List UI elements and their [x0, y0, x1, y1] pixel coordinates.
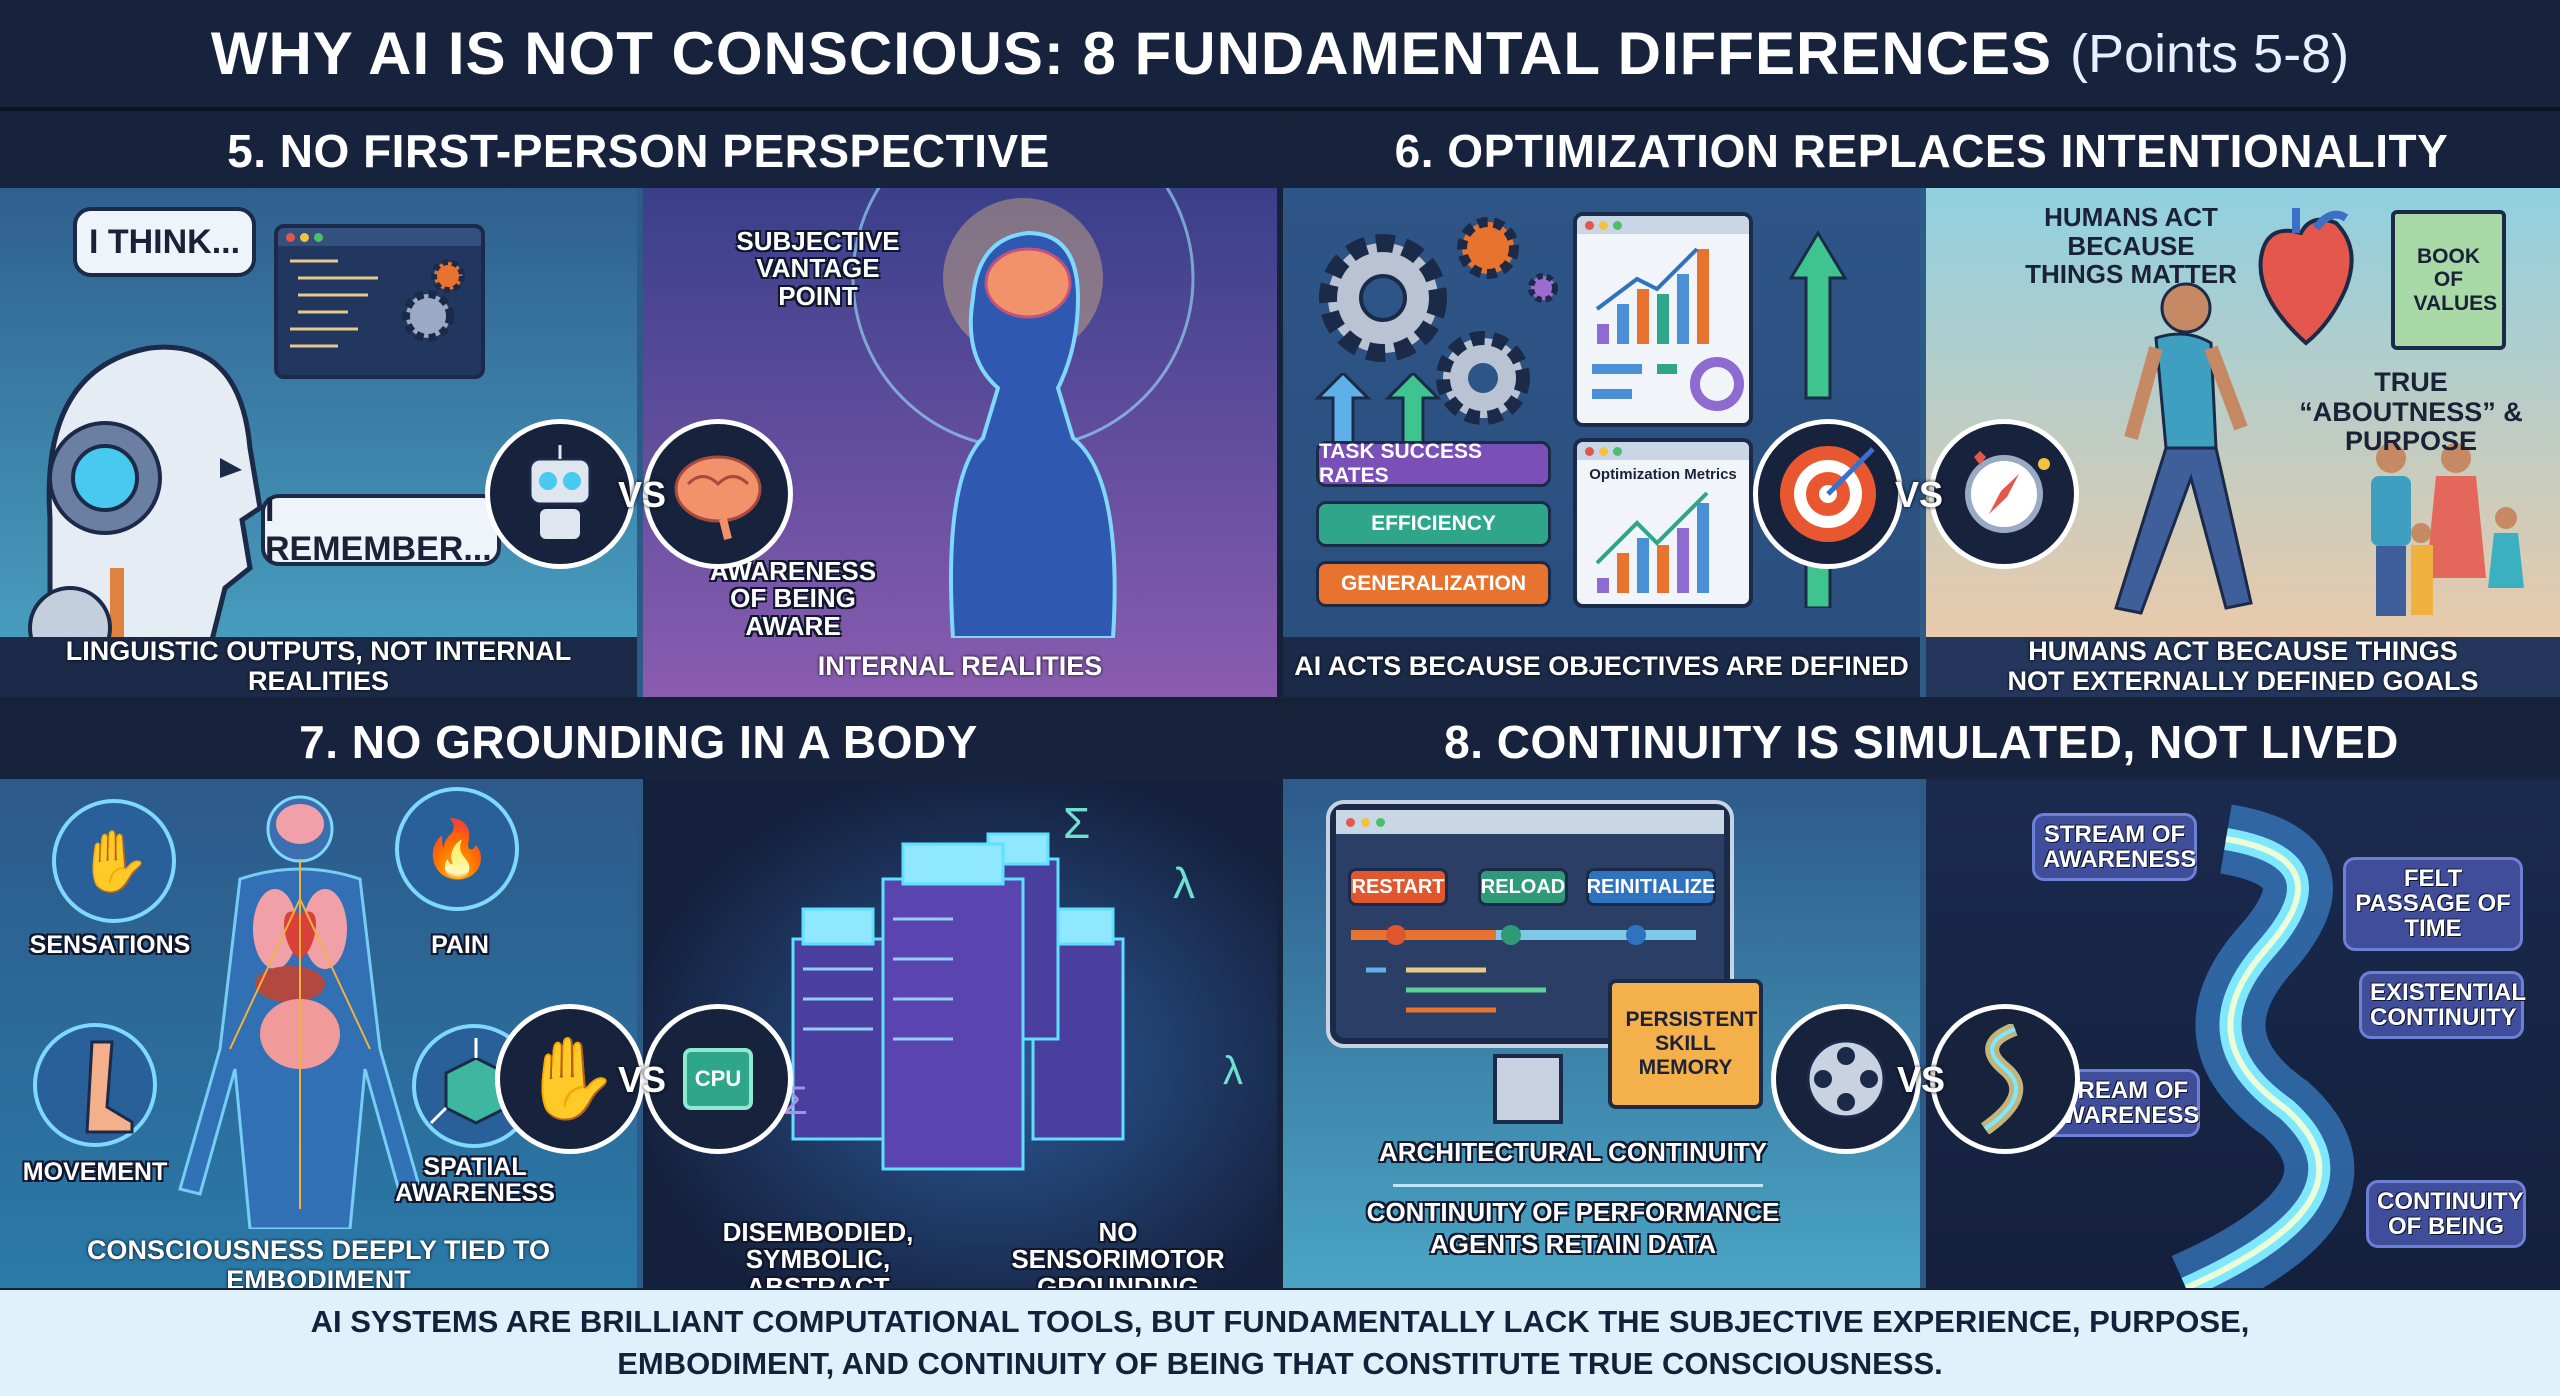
caption-right: HUMANS ACT BECAUSE THINGS NOT EXTERNALLY… [1926, 637, 2560, 697]
panel-header: 6. OPTIMIZATION REPLACES INTENTIONALITY [1283, 114, 2560, 188]
up-arrows-icon [1314, 373, 1442, 443]
caption-left: AI ACTS BECAUSE OBJECTIVES ARE DEFINED [1283, 637, 1920, 697]
sensations-hand-icon: ✋ [52, 799, 176, 923]
label-aboutness: TRUE “ABOUTNESS” & PURPOSE [2299, 367, 2523, 457]
heart-icon [2258, 208, 2354, 346]
panel-6-intentionality: 6. OPTIMIZATION REPLACES INTENTIONALITY … [1283, 114, 2560, 697]
walking-person-icon [2114, 282, 2253, 615]
caption-no-sensorimotor: NO SENSORIMOTOR GROUNDING [1011, 1217, 1225, 1288]
label-continuity-performance: CONTINUITY OF PERFORMANCE [1366, 1197, 1780, 1227]
human-hand-icon: ✋ [495, 1004, 645, 1154]
book-of-values-icon: BOOK OF VALUES [2391, 210, 2506, 350]
family-icon [2371, 443, 2524, 616]
sigma-symbol: Σ [1063, 799, 1091, 848]
folder-label: PERSISTENT SKILL MEMORY [1625, 1007, 1758, 1080]
panel-5-first-person: 5. NO FIRST-PERSON PERSPECTIVE I THINK..… [0, 114, 1277, 697]
cpu-chip-icon: CPU [643, 1004, 793, 1154]
label-movement: MOVEMENT [22, 1158, 168, 1186]
caption-right: INTERNAL REALITIES [817, 651, 1103, 682]
stream-of-consciousness-icon [2171, 804, 2355, 1288]
caption-right-line-2: NOT EXTERNALLY DEFINED GOALS [2007, 666, 2479, 696]
reinitialize-button: REINITIALIZE [1586, 868, 1716, 906]
label-humans-act: HUMANS ACT BECAUSE THINGS MATTER [2025, 202, 2237, 290]
compass-icon [1929, 419, 2079, 569]
speech-bubble-remember: I REMEMBER... [261, 491, 501, 568]
server-racks-icon [791, 832, 1125, 1171]
summary-footer: AI SYSTEMS ARE BRILLIANT COMPUTATIONAL T… [0, 1290, 2560, 1396]
pill-task-success: TASK SUCCESS RATES [1316, 440, 1551, 487]
label-spatial-awareness: SPATIAL AWARENESS [395, 1153, 555, 1208]
chart-title: Optimization Metrics [1589, 466, 1737, 483]
lambda-symbol: λ [1173, 859, 1195, 908]
title-bar: WHY AI IS NOT CONSCIOUS: 8 FUNDAMENTAL D… [0, 0, 2560, 111]
robot-head-icon [28, 344, 263, 648]
target-icon [1753, 419, 1903, 569]
panel-header: 7. NO GROUNDING IN A BODY [0, 705, 1277, 779]
monitor-screen: RESTART RELOAD REINITIALIZE [1326, 800, 1734, 1048]
ai-side: RESTART RELOAD REINITIALIZE PERSISTENT S… [1283, 779, 1920, 1288]
lambda-symbol-2: λ [1223, 1049, 1243, 1093]
vs-label: VS [618, 1059, 667, 1100]
book-label: BOOK OF VALUES [2413, 245, 2498, 315]
panel-8-continuity: 8. CONTINUITY IS SIMULATED, NOT LIVED RE… [1283, 705, 2560, 1288]
footer-line-1: AI SYSTEMS ARE BRILLIANT COMPUTATIONAL T… [310, 1304, 2250, 1340]
pill-efficiency: EFFICIENCY [1316, 501, 1551, 547]
label-awareness: AWARENESS OF BEING AWARE [709, 556, 877, 641]
optimization-metrics-window: Optimization Metrics [1573, 438, 1753, 608]
pill-generalization: GENERALIZATION [1316, 561, 1551, 607]
label-sensations: SENSATIONS [29, 931, 191, 959]
vs-label: VS [1895, 474, 1944, 515]
panel-header: 8. CONTINUITY IS SIMULATED, NOT LIVED [1283, 705, 2560, 779]
speech-bubble-think: I THINK... [73, 207, 256, 277]
pain-fire-icon: 🔥 [395, 787, 519, 911]
divider [1393, 1184, 1763, 1187]
gear-icon [290, 259, 465, 348]
vs-label: VS [1897, 1059, 1946, 1100]
caption-disembodied: DISEMBODIED, SYMBOLIC, ABSTRACT [722, 1217, 914, 1288]
tag-continuity-being: CONTINUITY OF BEING [2366, 1180, 2526, 1249]
tag-felt-passage: FELT PASSAGE OF TIME [2343, 857, 2523, 951]
line-chart-icon [1595, 491, 1709, 593]
label-subjective-vantage: SUBJECTIVE VANTAGE POINT [736, 226, 900, 311]
cpu-label: CPU [683, 1048, 753, 1110]
brain-icon [643, 419, 793, 569]
bar-chart-icon [1592, 247, 1744, 411]
caption-right-line-1: HUMANS ACT BECAUSE THINGS [2028, 636, 2458, 667]
dashboard-window [1573, 212, 1753, 427]
label-pain: PAIN [431, 931, 489, 959]
panel-header: 5. NO FIRST-PERSON PERSPECTIVE [0, 114, 1277, 188]
anatomy-body-icon [178, 795, 422, 1229]
film-reel-icon [1771, 1004, 1921, 1154]
human-side: HUMANS ACT BECAUSE THINGS MATTER BOOK OF… [1926, 188, 2560, 697]
folder-icon: PERSISTENT SKILL MEMORY [1608, 979, 1763, 1109]
restart-button: RESTART [1348, 868, 1448, 906]
label-agents-retain-data: AGENTS RETAIN DATA [1430, 1229, 1716, 1259]
stream-icon [1930, 1004, 2080, 1154]
monitor-stand [1493, 1054, 1563, 1124]
gears-icon [1319, 217, 1558, 425]
title-main: WHY AI IS NOT CONSCIOUS: 8 FUNDAMENTAL D… [210, 20, 2053, 87]
vs-label: VS [618, 474, 667, 515]
title-sub: (Points 5-8) [2070, 23, 2350, 84]
robot-icon [485, 419, 635, 569]
human-silhouette-icon [851, 188, 1195, 638]
caption-left: CONSCIOUSNESS DEEPLY TIED TO EMBODIMENT [86, 1235, 551, 1288]
panel-7-body: 7. NO GROUNDING IN A BODY ✋ 🔥 SENSATIONS… [0, 705, 1277, 1288]
movement-foot-icon [33, 1023, 157, 1147]
timeline-icon [1351, 925, 1696, 1013]
code-window [274, 224, 485, 379]
caption-left: LINGUISTIC OUTPUTS, NOT INTERNAL REALITI… [0, 636, 637, 697]
tag-stream-awareness-1: STREAM OF AWARENESS [2032, 813, 2197, 882]
footer-line-2: EMBODIMENT, AND CONTINUITY OF BEING THAT… [617, 1346, 1943, 1381]
reload-button: RELOAD [1478, 868, 1568, 906]
label-architectural-continuity: ARCHITECTURAL CONTINUITY [1378, 1137, 1768, 1167]
tag-existential-continuity: EXISTENTIAL CONTINUITY [2359, 971, 2526, 1040]
